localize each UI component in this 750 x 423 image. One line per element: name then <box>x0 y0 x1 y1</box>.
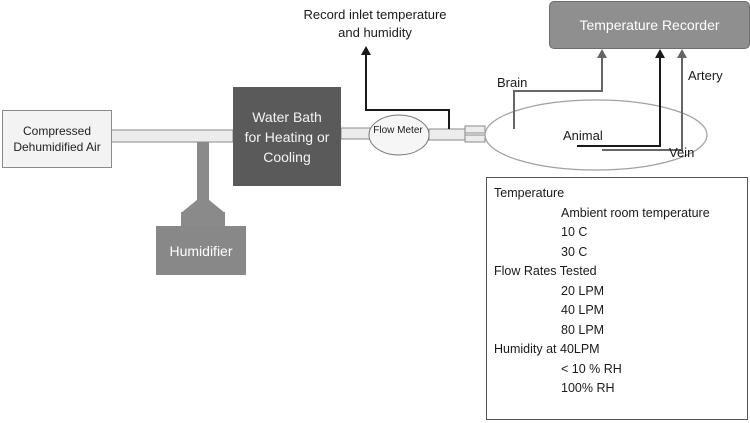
vein-probe-arrowhead <box>677 49 687 58</box>
nozzle-top <box>464 125 486 134</box>
vein-label: Vein <box>669 145 695 160</box>
humidifier-stem <box>197 142 209 212</box>
animal-label: Animal <box>563 128 603 143</box>
nozzle-bottom <box>464 134 486 143</box>
water-bath-label: Water Bath for Heating or Cooling <box>244 108 330 165</box>
temperature-recorder-label: Temperature Recorder <box>579 17 720 33</box>
record-inlet-arrow-line <box>365 53 450 129</box>
temperature-item: 10 C <box>561 225 588 239</box>
brain-probe-arrowhead <box>597 49 607 58</box>
temperature-recorder-box: Temperature Recorder <box>549 1 750 49</box>
record-inlet-label: Record inlet temperature and humidity <box>303 7 447 40</box>
compressed-air-box: Compressed Dehumidified Air <box>2 110 112 168</box>
humidity-item: < 10 % RH <box>561 361 622 376</box>
flow-rates-heading: Flow Rates Tested <box>494 264 597 278</box>
test-conditions-box: Temperature Ambient room temperature 10 … <box>486 177 748 420</box>
record-inlet-arrowhead <box>361 46 371 55</box>
flow-meter-ellipse <box>368 114 430 156</box>
humidity-item: 100% RH <box>561 381 615 395</box>
temperature-item: Ambient room temperature <box>561 205 710 220</box>
pipe-meter-to-animal <box>428 128 466 141</box>
humidifier-arrow-base <box>181 212 225 226</box>
pipe-bath-to-meter <box>340 127 372 140</box>
flow-rate-item: 80 LPM <box>561 322 605 337</box>
flow-rate-item: 40 LPM <box>561 303 605 317</box>
humidity-heading: Humidity at 40LPM <box>494 342 600 356</box>
artery-label: Artery <box>688 68 723 83</box>
vein-probe-line <box>602 56 683 151</box>
pipe-air-to-bath <box>109 129 234 143</box>
water-bath-box: Water Bath for Heating or Cooling <box>233 87 341 186</box>
humidifier-label: Humidifier <box>169 242 233 259</box>
brain-probe-line <box>513 56 603 129</box>
flow-rate-item: 20 LPM <box>561 283 605 298</box>
flow-meter-label: Flow Meter <box>373 125 423 136</box>
animal-probe-arrowhead <box>655 49 665 58</box>
animal-probe-line <box>577 56 661 147</box>
humidifier-box: Humidifier <box>156 226 246 275</box>
brain-label: Brain <box>497 75 528 90</box>
temperature-heading: Temperature <box>494 186 565 200</box>
temperature-item: 30 C <box>561 244 588 259</box>
animal-ellipse <box>484 99 708 171</box>
compressed-air-label: Compressed Dehumidified Air <box>13 124 101 154</box>
humidifier-arrow <box>181 195 225 213</box>
